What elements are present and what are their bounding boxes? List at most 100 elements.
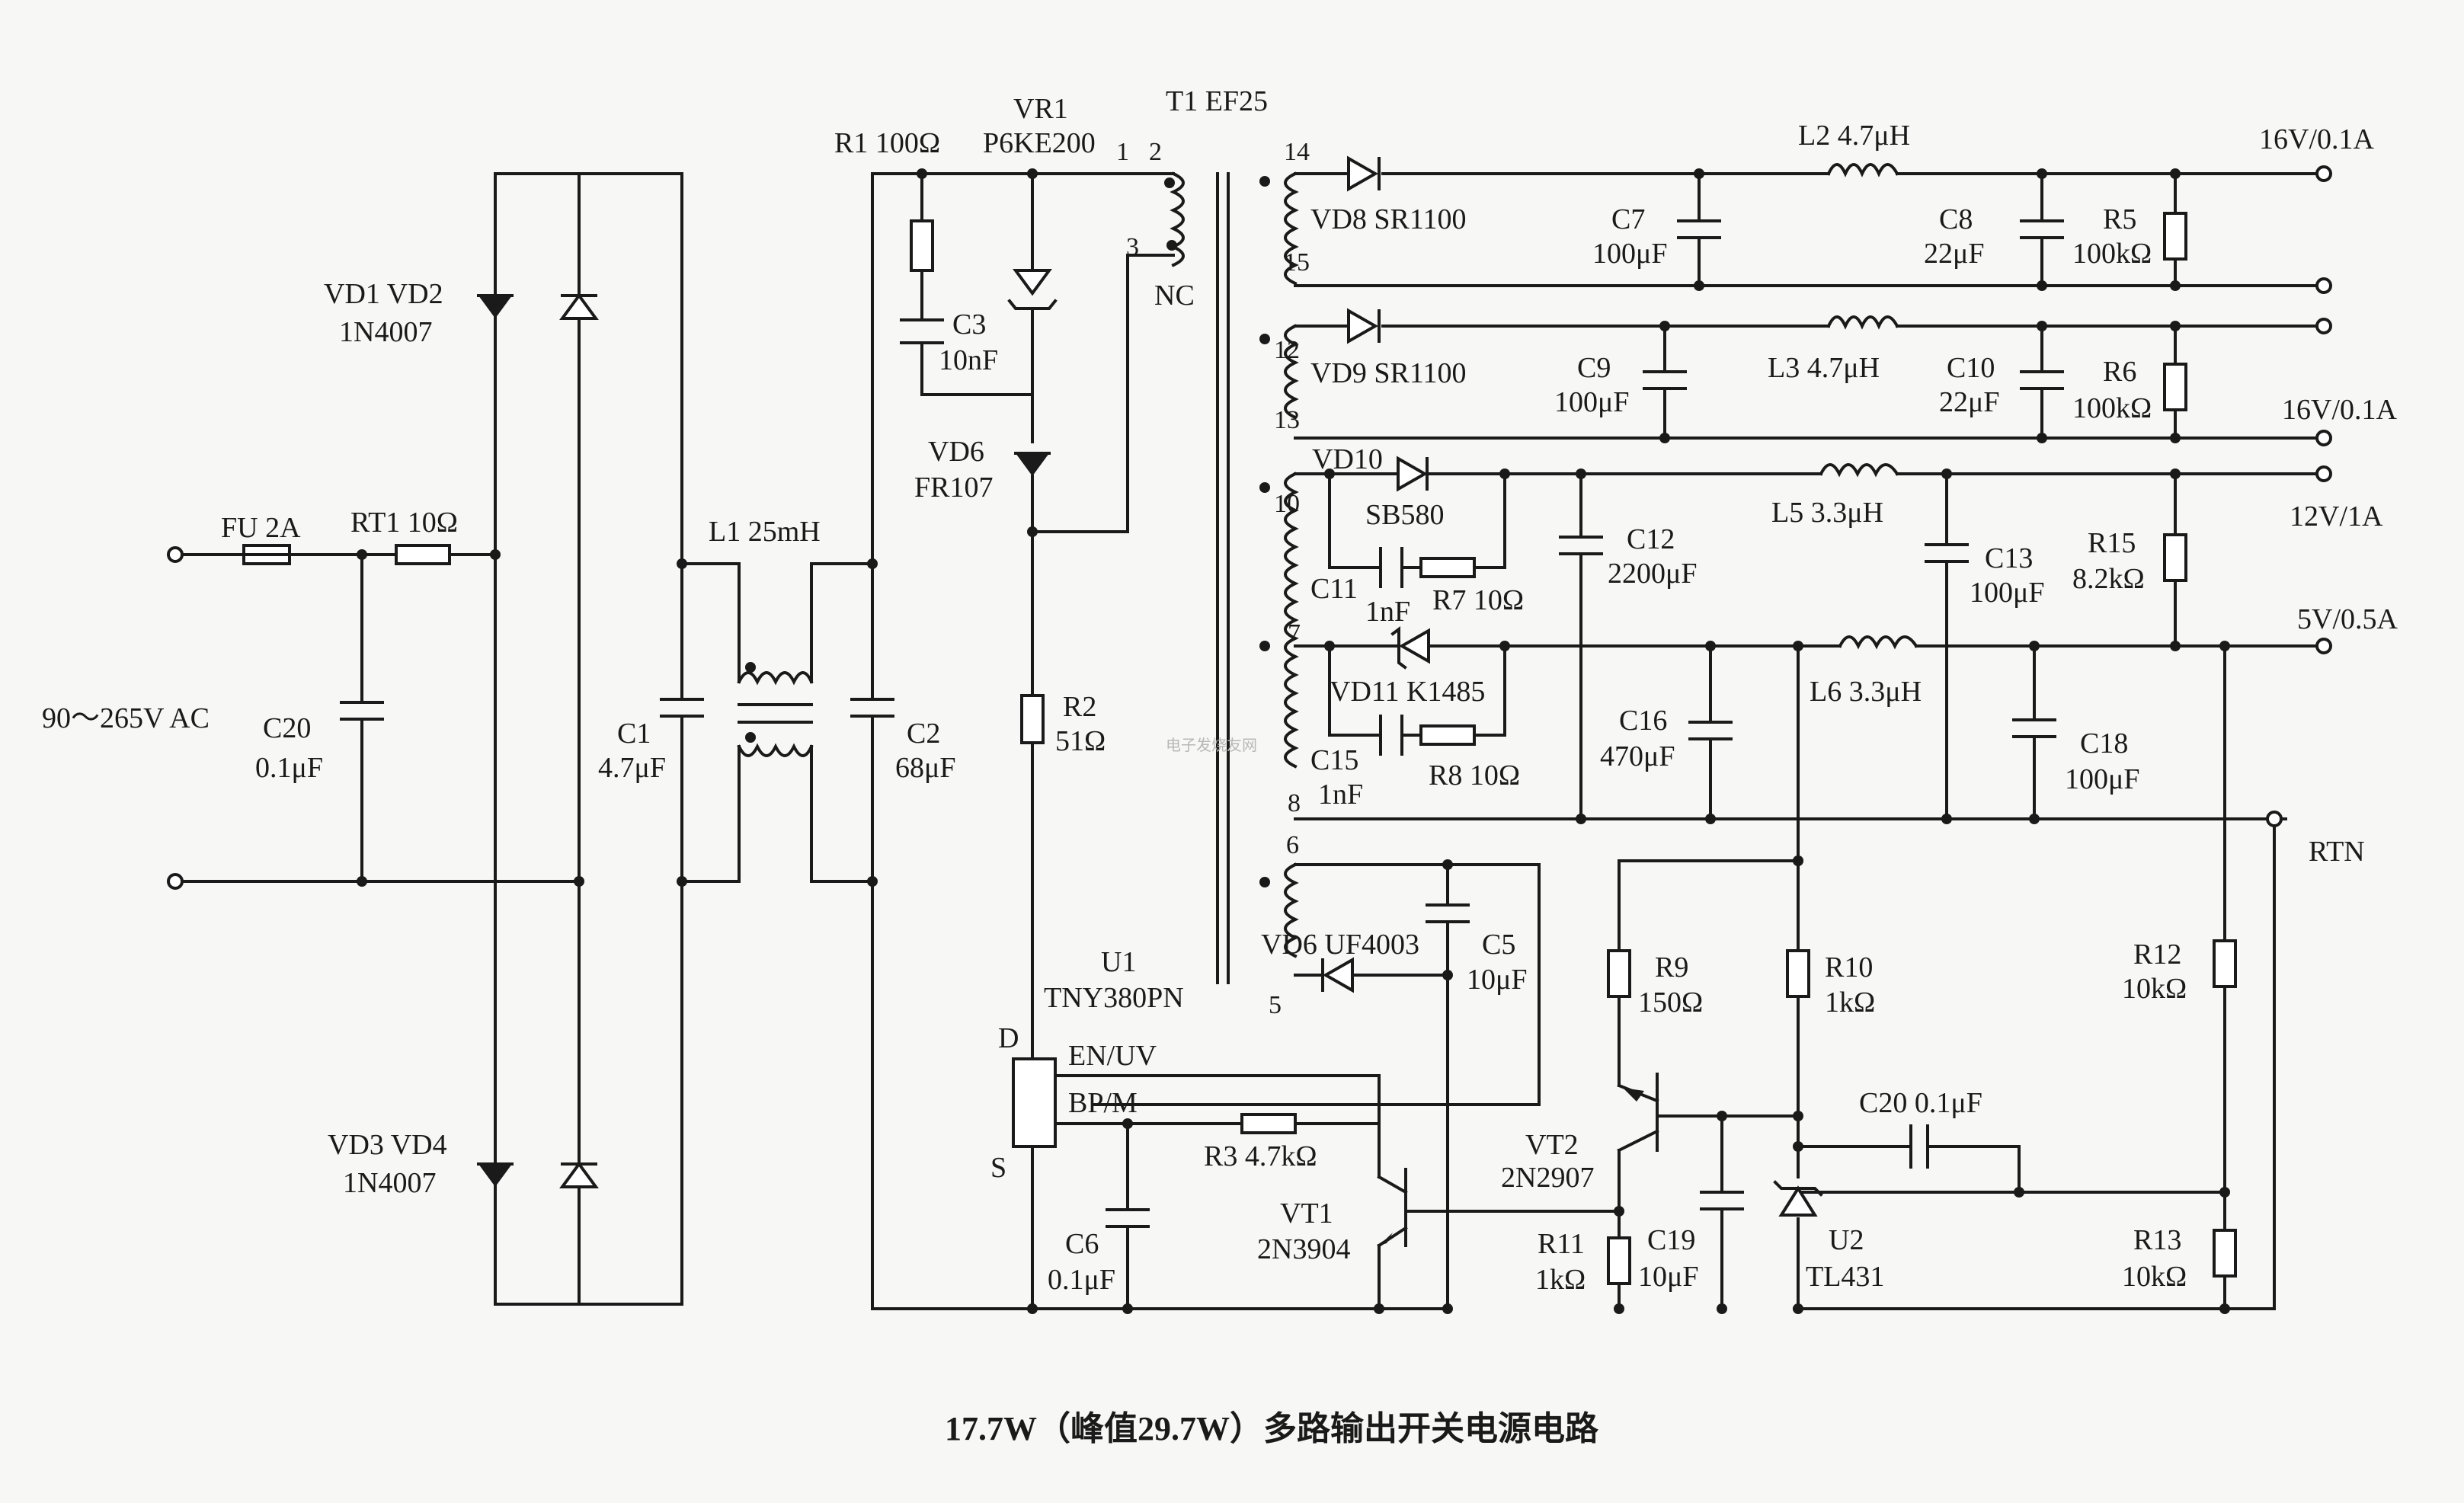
diode-vd4 [559,1161,599,1188]
capacitor-c16 [1688,721,1733,740]
svg-text:2: 2 [1149,138,1162,166]
l6-label: L6 3.3μH [1810,676,1922,708]
transistor-vt2 [1617,1073,1659,1213]
capacitor-c8 [2020,219,2064,239]
svg-text:6: 6 [1286,831,1299,859]
r11-value: 1kΩ [1535,1264,1586,1296]
r6-value: 100kΩ [2072,392,2152,424]
capacitor-c2 [850,698,894,718]
c12-name: C12 [1627,523,1675,555]
capacitor-c12 [1559,536,1603,555]
diode-vd3 [477,1162,514,1187]
r13-name: R13 [2133,1224,2181,1256]
l1-label: L1 25mH [709,516,821,548]
thermistor-rt1 [395,544,451,565]
c20-input-value: 0.1μF [255,752,323,784]
output1-terminal-pos [2315,165,2332,182]
output2-terminal-neg [2315,430,2332,446]
vd6-fr107-name: VD6 [928,436,984,468]
transformer-t1 [1164,171,1299,984]
resistor-r8 [1419,724,1476,746]
svg-text:12: 12 [1274,336,1300,364]
c10-name: C10 [1947,352,1995,384]
vd11-label: VD11 K1485 [1330,676,1485,708]
labels: 90～265V AC FU 2A RT1 10Ω C20 0.1μF VD1 V… [42,85,2398,1447]
ac-input-label: 90～265V AC [42,702,210,734]
inductor-l6 [1838,635,1918,650]
ac-in-terminal-n [167,873,184,890]
svg-text:10: 10 [1274,490,1300,518]
capacitor-c1 [660,698,704,718]
transistor-vt1 [1377,1168,1621,1310]
r5-name: R5 [2103,203,2136,235]
capacitor-c20-input [340,701,384,721]
c19-name: C19 [1647,1224,1695,1256]
feedback-wiring [1618,644,2226,1310]
shunt-regulator-u2 [1773,1180,1823,1217]
diode-vd9 [1347,308,1381,344]
r10-value: 1kΩ [1825,987,1875,1019]
capacitor-c9 [1643,370,1687,390]
resistor-r15 [2163,533,2187,582]
output4-terminal [2315,638,2332,654]
capacitor-c19 [1700,1191,1744,1210]
vt2-name: VT2 [1525,1129,1579,1161]
resistor-r5 [2163,212,2187,261]
c15-name: C15 [1310,744,1358,776]
resistor-r7 [1419,557,1476,578]
output1-terminal-neg [2315,277,2332,294]
vd10-name: VD10 [1312,443,1383,475]
vd6-uf4003-label: VD6 UF4003 [1261,929,1419,961]
r12-value: 10kΩ [2122,973,2187,1005]
nc-label: NC [1154,280,1195,312]
r2-name: R2 [1063,691,1096,723]
ac-in-terminal-l [167,546,184,563]
vr1-name: VR1 [1013,93,1068,125]
capacitor-c3 [900,318,944,344]
c16-name: C16 [1619,705,1667,737]
c5-value: 10μF [1467,964,1528,996]
c13-name: C13 [1985,542,2033,574]
capacitor-c6 [1106,1208,1150,1228]
u2-name: U2 [1829,1224,1864,1256]
c6-name: C6 [1065,1228,1099,1260]
vd12-name: VD1 VD2 [324,278,443,310]
r10-name: R10 [1825,951,1873,983]
c18-name: C18 [2080,728,2128,759]
c2-value: 68μF [895,752,956,784]
r5-value: 100kΩ [2072,238,2152,270]
vd12-type: 1N4007 [339,316,432,348]
svg-text:1: 1 [1116,138,1129,166]
c1-name: C1 [617,718,651,750]
resistor-r9 [1607,949,1631,998]
l5-label: L5 3.3μH [1771,497,1883,529]
c9-value: 100μF [1554,386,1630,418]
output2-wiring [1294,325,2325,440]
c6-value: 0.1μF [1048,1264,1115,1296]
capacitor-c10 [2020,370,2064,390]
diode-vd11 [1390,626,1430,670]
inductor-l2 [1826,163,1899,177]
diode-vd8 [1347,155,1381,192]
resistor-r13 [2213,1229,2237,1278]
svg-text:7: 7 [1288,619,1301,648]
resistor-r3 [1240,1113,1297,1134]
svg-text:13: 13 [1274,406,1300,434]
r12-name: R12 [2133,939,2181,971]
c15-value: 1nF [1318,779,1363,811]
vd10-type: SB580 [1365,499,1444,531]
c18-value: 100μF [2065,763,2140,795]
rtn-terminal [2266,811,2283,827]
c7-value: 100μF [1592,238,1668,270]
u1-type: TNY380PN [1044,982,1184,1014]
resistor-r1 [910,219,934,272]
svg-text:5: 5 [1269,991,1282,1019]
r2-value: 51Ω [1055,725,1106,757]
t1-label: T1 EF25 [1166,85,1268,117]
vt1-name: VT1 [1280,1198,1333,1230]
resistor-r10 [1786,949,1810,998]
pin-s-label: S [990,1152,1006,1184]
rt1-label: RT1 10Ω [350,507,458,539]
c19-value: 10μF [1638,1261,1699,1293]
